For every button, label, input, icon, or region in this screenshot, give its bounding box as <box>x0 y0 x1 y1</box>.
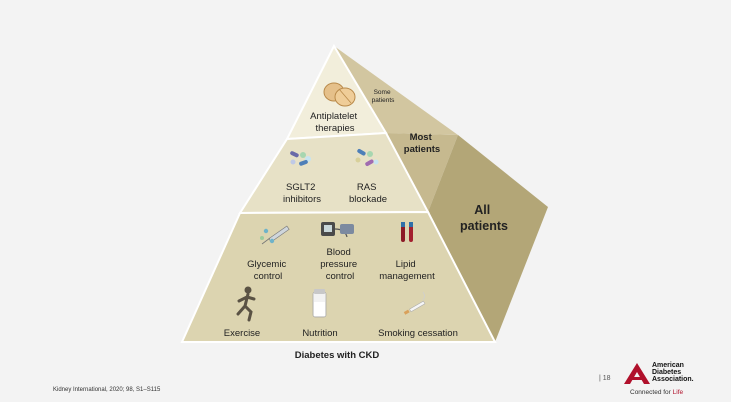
tier-bottom <box>180 210 497 343</box>
ada-tagline: Connected for Life <box>630 389 683 396</box>
blood-pressure-monitor-icon <box>321 222 354 238</box>
running-person-icon <box>236 286 256 322</box>
sglt2-medication-icon <box>290 151 311 166</box>
nutrition-label: Nutrition <box>302 328 337 339</box>
ada-logo-icon <box>624 363 650 384</box>
side-face-most-patients <box>386 133 458 212</box>
page-number: | 18 <box>599 375 611 382</box>
syringe-icon <box>260 225 290 245</box>
cigarette-icon <box>403 291 426 315</box>
ada-tagline-accent: Life <box>672 389 684 396</box>
side-face-most-patients-b <box>334 46 458 135</box>
lipid-label: Lipid management <box>379 259 435 282</box>
all-patients-label: All patients <box>460 203 508 233</box>
pills-icon <box>323 82 356 107</box>
glycemic-label: Glycemic control <box>247 259 289 282</box>
exercise-label: Exercise <box>224 328 260 339</box>
sglt2-label: SGLT2 inhibitors <box>283 182 321 205</box>
ada-line-2: Diabetes <box>652 369 682 376</box>
some-patients-label: Some patients <box>372 89 396 104</box>
citation: Kidney International, 2020; 98, S1–S115 <box>53 387 161 393</box>
ada-line-1: American <box>652 362 684 369</box>
test-tubes-icon <box>401 222 413 242</box>
smoking-label: Smoking cessation <box>378 328 458 339</box>
ras-medication-icon <box>355 149 379 166</box>
ada-line-3: Association. <box>652 376 694 383</box>
ada-logo-text: American Diabetes Association. <box>652 362 694 383</box>
ada-tagline-prefix: Connected for <box>630 389 673 396</box>
ras-label: RAS blockade <box>349 182 387 205</box>
antiplatelet-label: Antiplatelet therapies <box>310 111 360 134</box>
salt-shaker-icon <box>312 289 327 318</box>
most-patients-label: Most patients <box>404 132 440 155</box>
blood-pressure-label: Blood pressure control <box>320 247 360 282</box>
base-label: Diabetes with CKD <box>295 350 380 361</box>
side-face-all-patients <box>428 135 548 342</box>
